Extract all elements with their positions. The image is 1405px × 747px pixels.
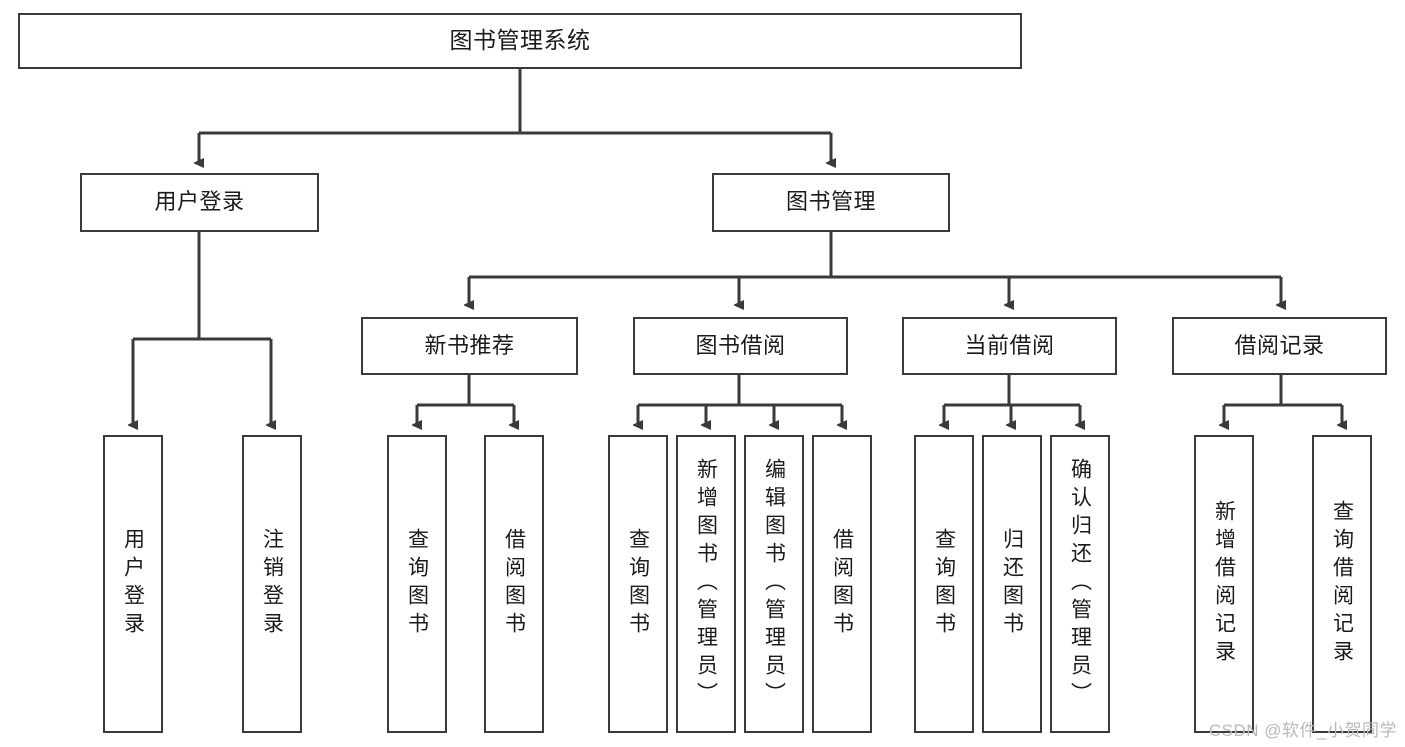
node-label: 借阅记录 xyxy=(1234,332,1325,358)
node-label: 查询图书 xyxy=(626,528,650,640)
node-label: 图书借阅 xyxy=(695,332,786,358)
csdn-watermark: CSDN @软件_小贺同学 xyxy=(1208,721,1397,740)
node-label: 借阅图书 xyxy=(502,528,526,640)
leaf-add-book-admin[interactable]: 新增图书（管理员） xyxy=(676,435,736,733)
node-label: 新书推荐 xyxy=(424,332,515,358)
node-label: 当前借阅 xyxy=(964,332,1055,358)
node-label: 新增借阅记录 xyxy=(1212,500,1236,668)
node-book-management[interactable]: 图书管理 xyxy=(712,173,950,232)
node-label: 归还图书 xyxy=(1000,528,1024,640)
node-label: 查询图书 xyxy=(405,528,429,640)
node-new-book-recommendation[interactable]: 新书推荐 xyxy=(361,317,578,375)
leaf-return-books[interactable]: 归还图书 xyxy=(982,435,1042,733)
leaf-borrow-books-recommendation[interactable]: 借阅图书 xyxy=(484,435,544,733)
leaf-query-books-borrowing[interactable]: 查询图书 xyxy=(608,435,668,733)
leaf-query-books-current[interactable]: 查询图书 xyxy=(914,435,974,733)
node-root-book-management-system[interactable]: 图书管理系统 xyxy=(18,13,1022,69)
node-label: 借阅图书 xyxy=(830,528,854,640)
node-book-borrowing[interactable]: 图书借阅 xyxy=(633,317,848,375)
node-label: 确认归还（管理员） xyxy=(1068,458,1092,710)
leaf-edit-book-admin[interactable]: 编辑图书（管理员） xyxy=(744,435,804,733)
node-label: 新增图书（管理员） xyxy=(694,458,718,710)
leaf-confirm-return-admin[interactable]: 确认归还（管理员） xyxy=(1050,435,1110,733)
node-current-borrowing[interactable]: 当前借阅 xyxy=(902,317,1117,375)
node-borrowing-records[interactable]: 借阅记录 xyxy=(1172,317,1387,375)
node-label: 注销登录 xyxy=(260,528,284,640)
leaf-user-login[interactable]: 用户登录 xyxy=(103,435,163,733)
node-label: 查询图书 xyxy=(932,528,956,640)
node-label: 图书管理系统 xyxy=(449,27,591,54)
node-label: 用户登录 xyxy=(121,528,145,640)
leaf-query-books-recommendation[interactable]: 查询图书 xyxy=(387,435,447,733)
leaf-logout[interactable]: 注销登录 xyxy=(242,435,302,733)
leaf-query-borrowing-record[interactable]: 查询借阅记录 xyxy=(1312,435,1372,733)
node-label: 用户登录 xyxy=(154,189,245,215)
node-user-login[interactable]: 用户登录 xyxy=(80,173,319,232)
node-label: 图书管理 xyxy=(785,189,876,215)
node-label: 编辑图书（管理员） xyxy=(762,458,786,710)
leaf-borrow-books-borrowing[interactable]: 借阅图书 xyxy=(812,435,872,733)
leaf-add-borrowing-record[interactable]: 新增借阅记录 xyxy=(1194,435,1254,733)
node-label: 查询借阅记录 xyxy=(1330,500,1354,668)
